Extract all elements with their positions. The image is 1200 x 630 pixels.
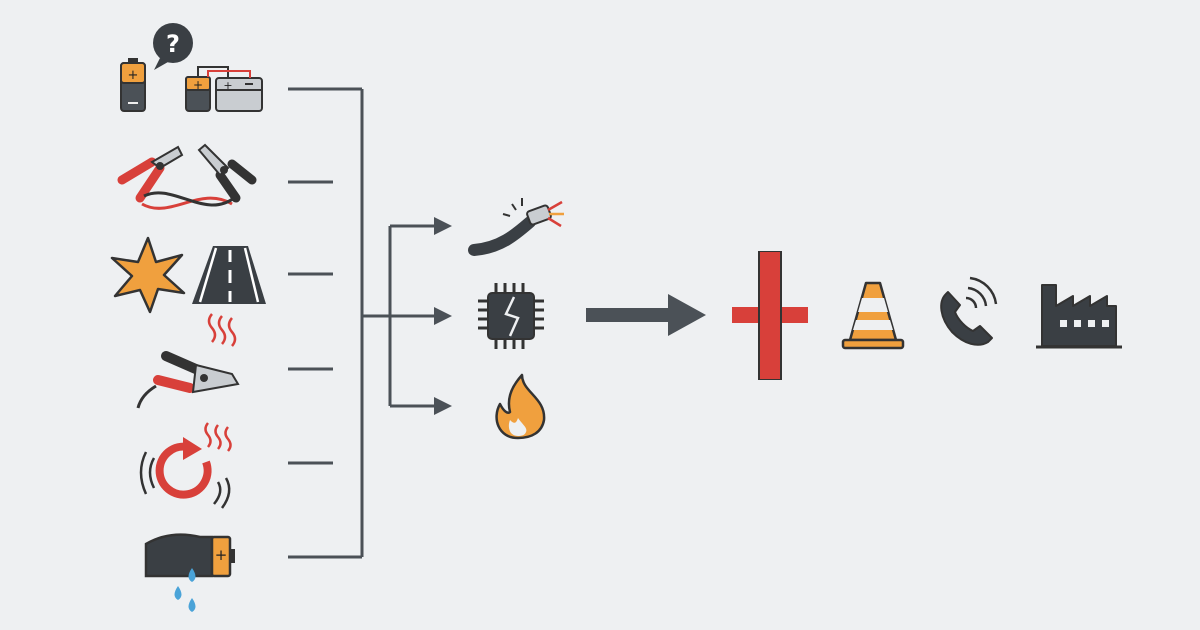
svg-text:+: + — [128, 68, 139, 83]
svg-text:?: ? — [166, 30, 180, 58]
arrowhead-mid — [434, 307, 452, 325]
svg-text:+: + — [215, 546, 228, 564]
fire-icon — [495, 373, 546, 440]
branch-arrowheads — [434, 217, 452, 415]
svg-text:+: + — [193, 78, 203, 92]
cause-connector-lines — [288, 87, 436, 559]
hot-jumper-clamp-icon — [136, 313, 240, 409]
leaking-battery-icon: + — [144, 533, 235, 612]
rapid-repeat-attempts-icon — [139, 422, 232, 509]
arrowhead-bottom — [434, 397, 452, 415]
traffic-cone-icon — [841, 281, 905, 350]
spark-road-icon — [110, 236, 266, 314]
frayed-wire-icon — [468, 198, 564, 256]
crossed-jumper-clamps-icon — [117, 143, 257, 210]
phone-call-icon — [940, 276, 998, 346]
factory-icon — [1036, 284, 1122, 349]
svg-text:+: + — [223, 79, 232, 92]
stop-cross-icon — [732, 251, 808, 380]
battery-mismatch-question-icon: + ? + + — [120, 23, 263, 112]
arrowhead-top — [434, 217, 452, 235]
damaged-chip-icon — [478, 283, 544, 349]
main-arrow — [586, 294, 706, 336]
